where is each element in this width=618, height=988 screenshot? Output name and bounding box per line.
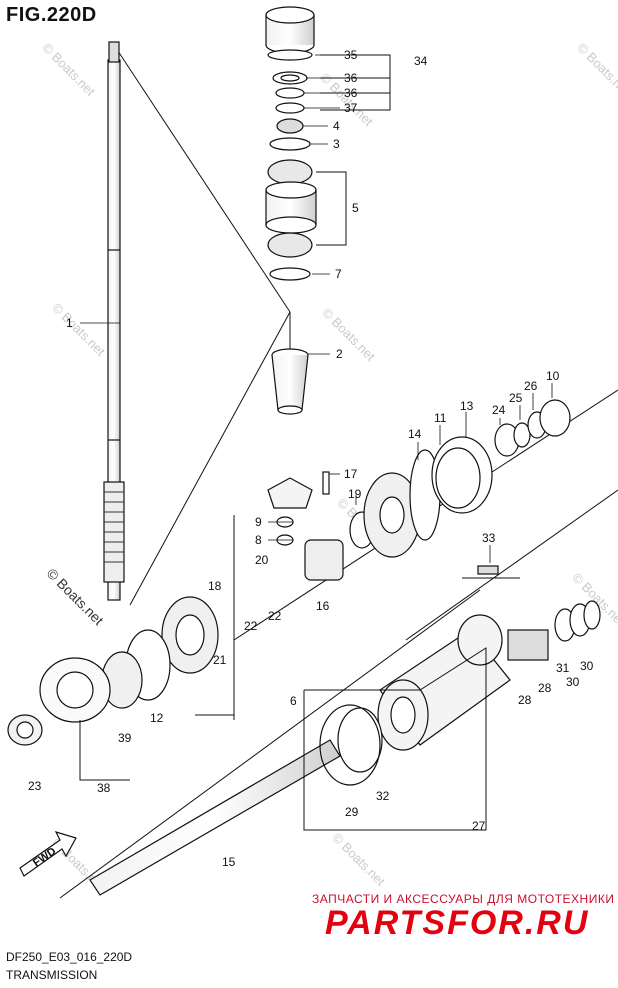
callout-7: 7 [335,267,342,281]
callout-15: 15 [222,855,236,869]
callout-29: 29 [345,805,359,819]
forward-gear [363,449,441,558]
callout-27: 27 [472,819,486,833]
bearing-housing [319,565,601,786]
callout-24: 24 [492,403,506,417]
callout-8: 8 [255,533,262,547]
callout-21: 21 [213,653,227,667]
callout-1: 1 [66,316,73,330]
callout-34: 34 [414,54,428,68]
callout-11: 11 [434,411,447,425]
callout-39: 39 [118,731,132,745]
figure-title: FIG.220D [6,4,97,26]
callout-25: 25 [509,391,523,405]
callout-30b: 30 [566,675,580,689]
callout-22a: 22 [244,619,258,633]
callout-5: 5 [352,201,359,215]
callout-36b: 36 [344,86,358,100]
drive-shaft [103,41,125,601]
upper-bearing-stack [265,6,317,281]
banner-logo[interactable]: PARTSFOR.RU [325,904,590,942]
banner-tagline: ЗАПЧАСТИ И АКСЕССУАРЫ ДЛЯ МОТОТЕХНИКИ [312,892,615,906]
reverse-gear [39,596,219,723]
callout-36a: 36 [344,71,358,85]
callout-16: 16 [316,599,330,613]
callout-12: 12 [150,711,164,725]
fwd-arrow: FWD [19,831,77,877]
figure-subtitle: TRANSMISSION [6,968,98,982]
callout-14: 14 [408,427,422,441]
callout-22b: 22 [268,609,282,623]
callout-28a: 28 [538,681,552,695]
callout-2: 2 [336,347,343,361]
callout-18: 18 [208,579,222,593]
shim-stack [431,399,571,514]
callout-30a: 30 [580,659,594,673]
callout-35: 35 [344,48,358,62]
callout-31: 31 [556,661,570,675]
leader-lines [80,54,553,563]
callout-37: 37 [344,101,358,115]
callout-26: 26 [524,379,538,393]
clutch-dog [304,471,375,581]
callout-38: 38 [97,781,111,795]
callout-6: 6 [290,694,297,708]
callout-9: 9 [255,515,262,529]
callouts: 1 2 3 4 5 6 7 8 9 10 11 12 13 14 15 16 1… [28,48,594,869]
callout-23: 23 [28,779,42,793]
propeller-shaft [89,739,341,896]
pinion-gear [267,477,313,546]
figure-code: DF250_E03_016_220D [6,950,133,964]
callout-13: 13 [460,399,474,413]
callout-28b: 28 [518,693,532,707]
callout-10: 10 [546,369,560,383]
callout-17: 17 [344,467,358,481]
nut-23 [7,714,43,746]
callout-33: 33 [482,531,496,545]
callout-19: 19 [348,487,362,501]
callout-3: 3 [333,137,340,151]
guide-lines [59,41,618,899]
callout-4: 4 [333,119,340,133]
shaft-sleeve [271,348,309,415]
callout-32: 32 [376,789,390,803]
callout-20: 20 [255,553,269,567]
